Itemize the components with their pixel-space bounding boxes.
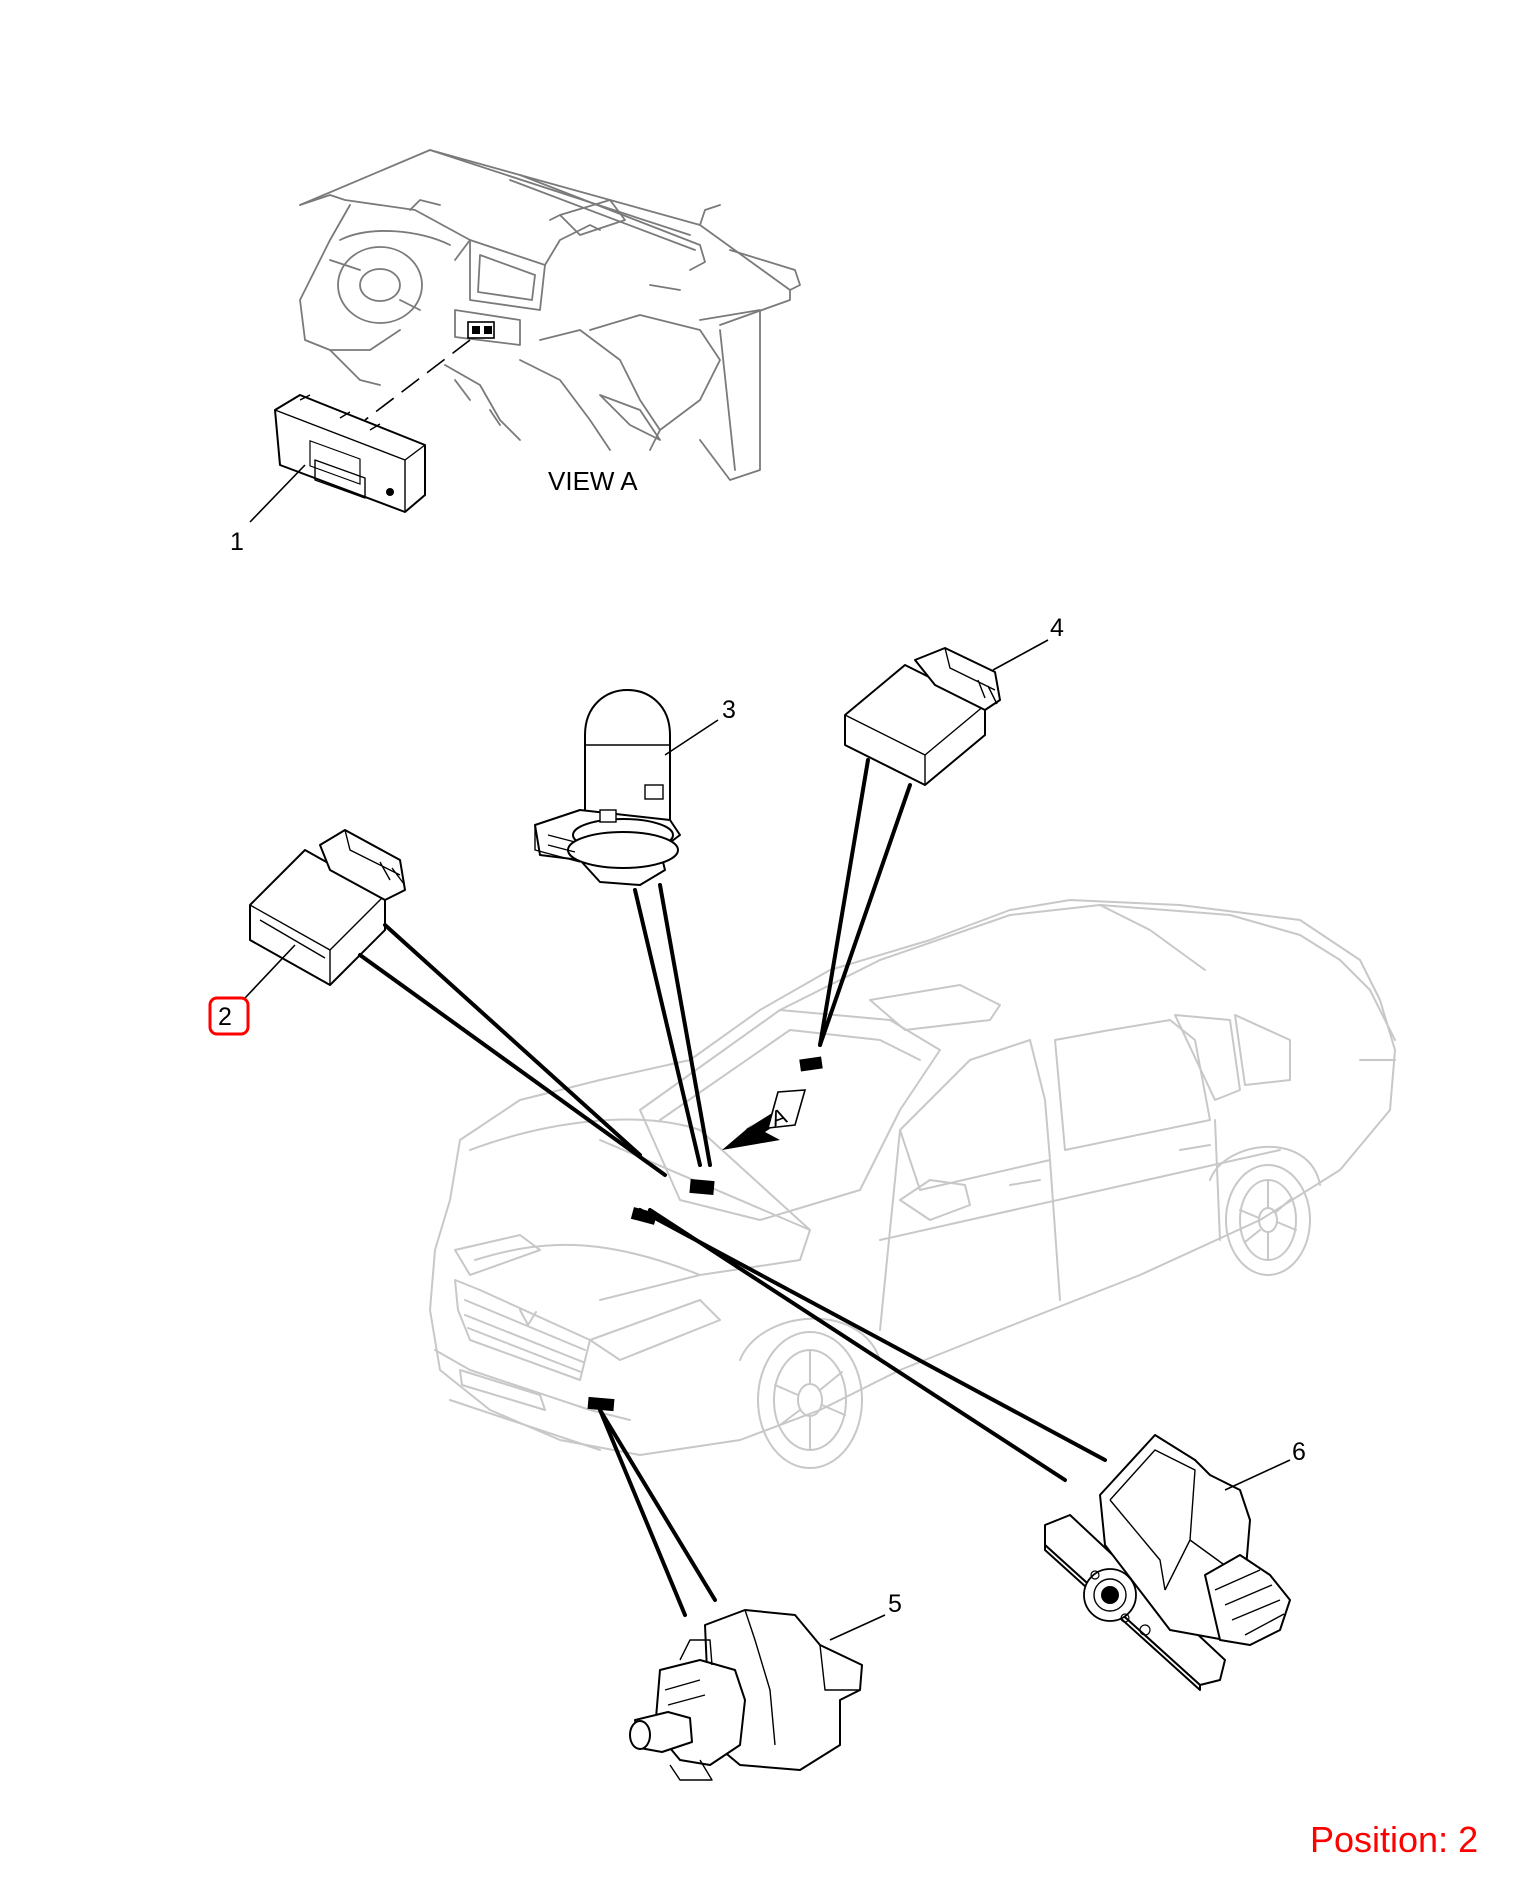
callout-3: 3 [722, 696, 736, 724]
selected-callout-highlight [208, 996, 250, 1036]
dashboard-view: VIEW A [299, 149, 801, 496]
vehicle-outline [429, 899, 1396, 1469]
view-a-caption: VIEW A [548, 466, 638, 496]
part-4-module: 4 [844, 614, 1064, 786]
position-indicator: Position: 2 [1310, 1819, 1478, 1860]
callout-4: 4 [1050, 614, 1064, 642]
callout-6: 6 [1292, 1438, 1306, 1466]
callout-1: 1 [230, 528, 244, 556]
location-rays [358, 758, 1107, 1617]
part-1-control-module: 1 [230, 394, 426, 556]
part-5-sensor: 5 [629, 1590, 902, 1781]
view-a-arrow: A [722, 1089, 807, 1150]
part-6-relay: 6 [1044, 1434, 1306, 1691]
part-2-module: 2 [208, 829, 406, 1036]
callout-5: 5 [888, 1590, 902, 1618]
callout-2: 2 [218, 1003, 232, 1031]
part-3-lamp-sensor: 3 [534, 689, 736, 886]
